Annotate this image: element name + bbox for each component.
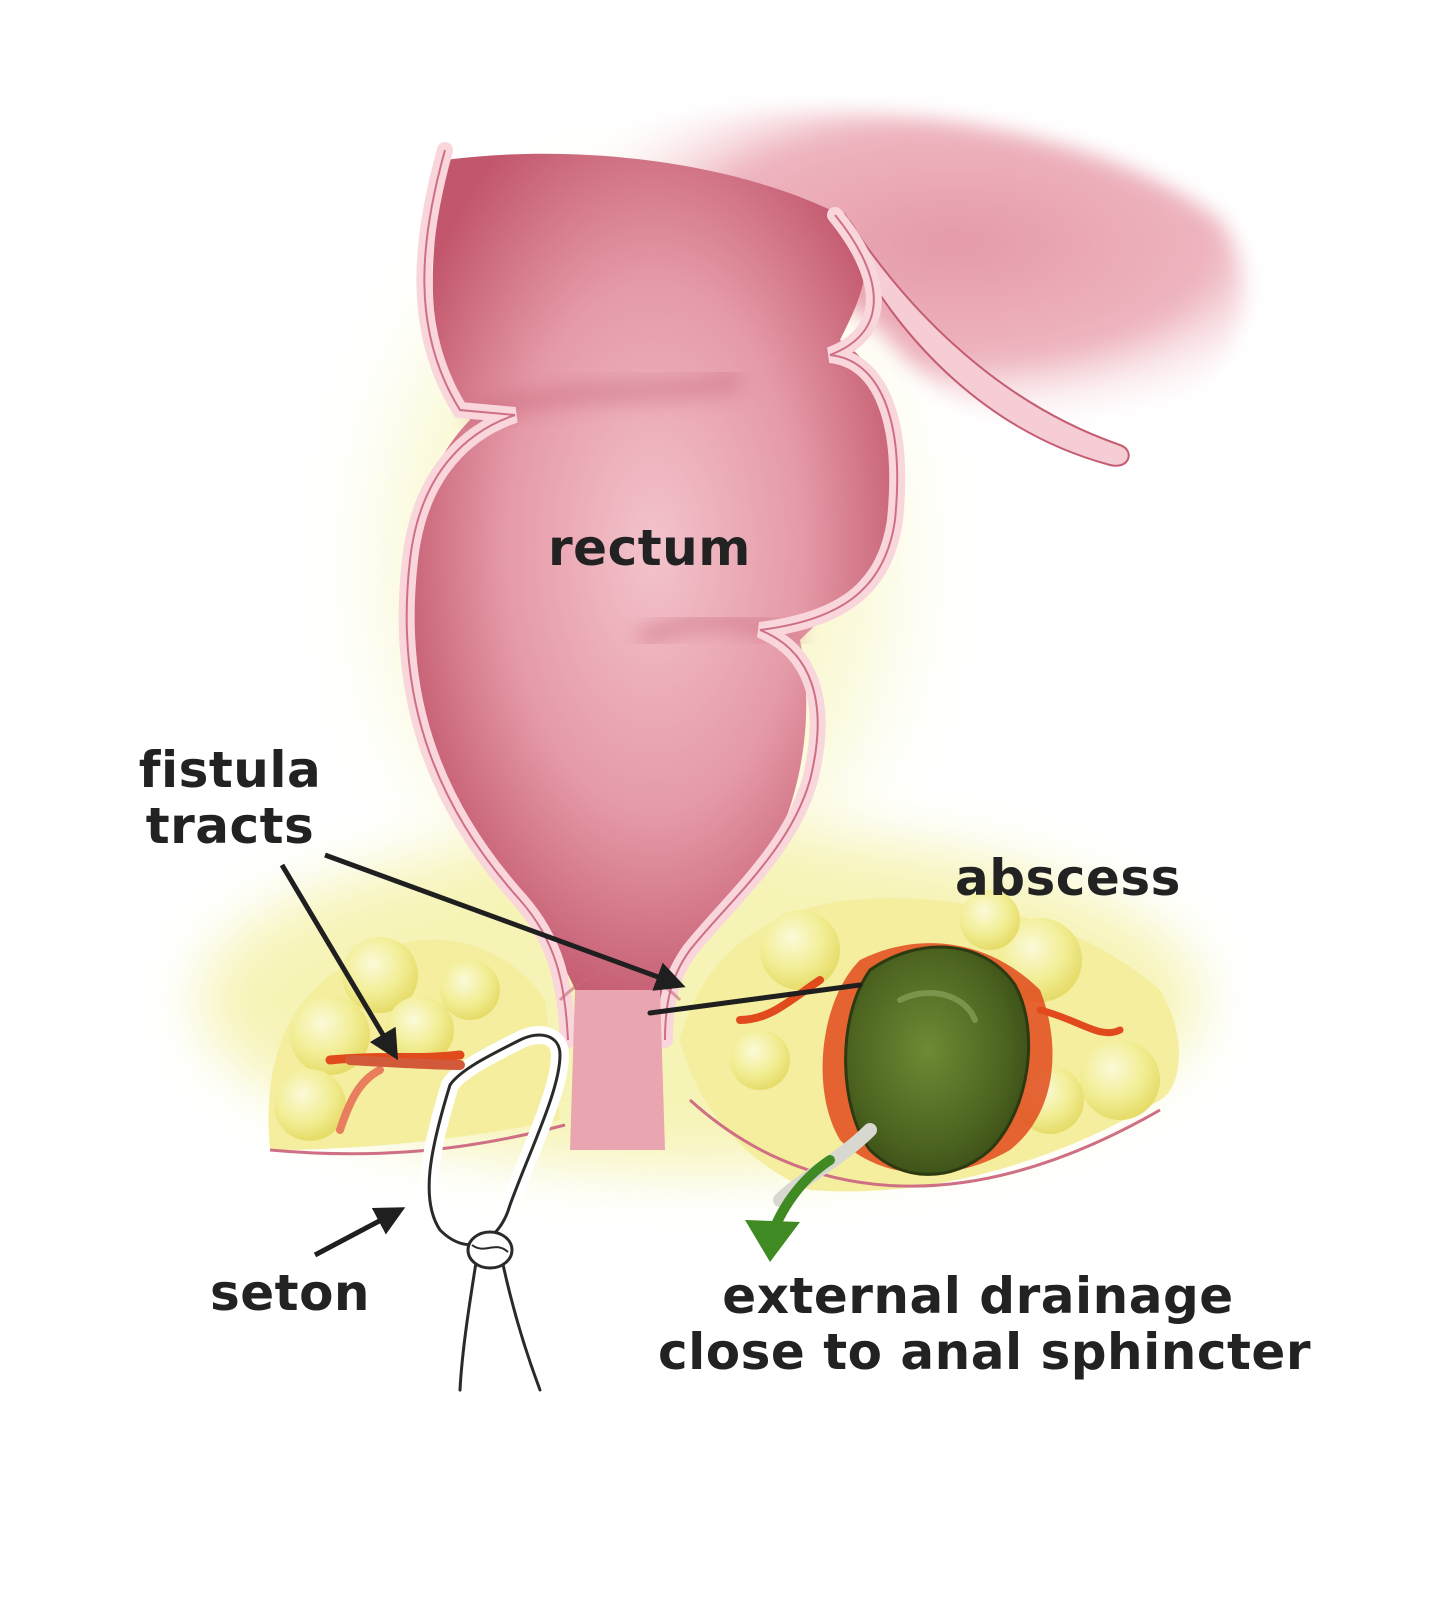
fistula-tract-right bbox=[647, 982, 863, 1016]
fistula-arrow-left bbox=[279, 863, 399, 1061]
leader-lines bbox=[279, 852, 686, 1258]
rectum-label: rectum bbox=[548, 519, 751, 577]
drainage-label-line1: external drainage bbox=[722, 1267, 1234, 1325]
seton bbox=[420, 1026, 569, 1399]
fistula-arrow-right bbox=[324, 852, 686, 991]
drainage-label: external drainage close to anal sphincte… bbox=[658, 1267, 1311, 1381]
abscess-label: abscess bbox=[955, 849, 1181, 907]
seton-arrow bbox=[313, 1207, 406, 1258]
fistula-label-line2: tracts bbox=[145, 797, 315, 855]
fistula-tract-left bbox=[345, 1055, 465, 1070]
fistula-label-line1: fistula bbox=[138, 741, 322, 799]
seton-label: seton bbox=[210, 1264, 371, 1322]
rectal-wall bbox=[398, 142, 906, 1048]
abscess bbox=[844, 945, 1031, 1176]
drainage-arrow bbox=[745, 1155, 835, 1262]
fistula-tracts-label: fistula tracts bbox=[135, 742, 325, 854]
perianal-fat-left bbox=[268, 937, 566, 1156]
drainage-label-line2: close to anal sphincter bbox=[658, 1323, 1311, 1381]
